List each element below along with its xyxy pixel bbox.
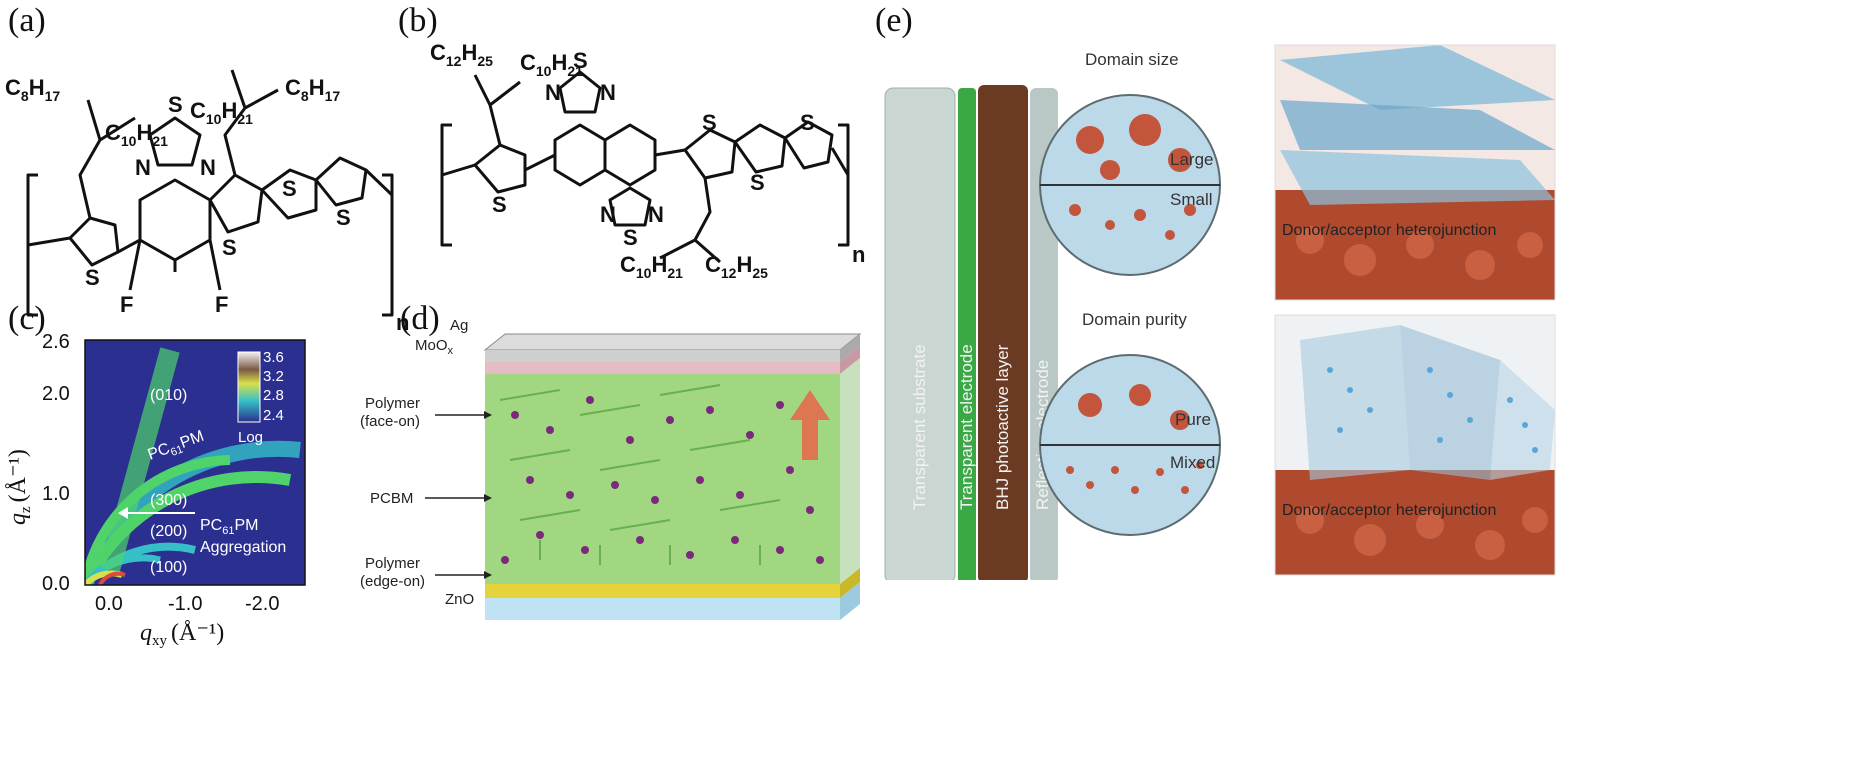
polymer-face-on-label-2: (face-on) xyxy=(360,413,420,430)
pcbm-label: PCBM xyxy=(370,490,413,507)
atom-s: S xyxy=(336,205,351,230)
atom-n: N xyxy=(648,202,664,227)
atom-f: F xyxy=(215,292,228,317)
ytick: 1.0 xyxy=(42,483,70,505)
charge-arrow xyxy=(790,390,830,460)
bracket-right-a xyxy=(382,173,394,317)
atom-n: N xyxy=(135,155,151,180)
layer-label-electrode: Transparent electrode xyxy=(957,344,976,510)
benzothiadiazole-ring xyxy=(138,178,212,262)
domain-size-large: Large xyxy=(1170,150,1213,169)
xtick: -1.0 xyxy=(168,593,202,615)
ag-top-layer xyxy=(483,333,862,351)
repeat-n: n xyxy=(852,242,865,267)
formula-c12h25-top: C12H25 xyxy=(430,40,493,69)
peak-200-label: (200) xyxy=(150,523,187,540)
formula-c10h21-top: C10H21 xyxy=(520,50,583,79)
transparent-electrode xyxy=(958,88,976,580)
pcbm-clusters xyxy=(501,396,824,564)
atom-s: S xyxy=(222,235,237,260)
moox-label: MoOx xyxy=(415,337,454,357)
repeat-n: n xyxy=(396,310,409,330)
peak-300-label: (300) xyxy=(150,492,187,509)
formula-c10h21-right: C10H21 xyxy=(190,98,253,127)
ytick: 0.0 xyxy=(42,573,70,595)
atom-s: S xyxy=(623,225,638,250)
colorbar-tick: 3.2 xyxy=(263,368,284,385)
atom-s: S xyxy=(800,110,815,135)
panel-label-a: (a) xyxy=(8,2,46,39)
domain-size-small: Small xyxy=(1170,190,1213,209)
heterojunction-label-bottom: Donor/acceptor heterojunction xyxy=(1282,502,1496,519)
atom-n: N xyxy=(200,155,216,180)
thiophene-ring xyxy=(68,216,120,267)
device-morphology-d: Ag MoOx Polymer (face-on) PCBM Polymer (… xyxy=(360,320,862,620)
atom-f: F xyxy=(120,292,133,317)
colorbar-tick: 3.6 xyxy=(263,349,284,366)
ytick: 2.0 xyxy=(42,383,70,405)
atom-s: S xyxy=(168,92,183,117)
atom-s: S xyxy=(85,265,100,290)
panel-label-b: (b) xyxy=(398,2,438,39)
zno-label: ZnO xyxy=(445,591,474,608)
domain-purity-title: Domain purity xyxy=(1082,310,1187,329)
chem-structure-b: C12H25 C10H21 C10H21 C12H25 S N N N N S … xyxy=(430,40,865,281)
bhj-schematic-e: Transparent substrate Transparent electr… xyxy=(884,44,1556,580)
x-axis-label: qxy(Å⁻¹) xyxy=(140,620,224,649)
ag-label: Ag xyxy=(450,320,468,334)
atom-s: S xyxy=(573,48,588,73)
layer-label-substrate: Transparent substrate xyxy=(910,344,929,510)
domain-size-title: Domain size xyxy=(1085,50,1179,69)
pc61pm-ring-label: PC61PM xyxy=(146,428,208,467)
active-layer xyxy=(485,374,840,584)
formula-c10h21-bottom: C10H21 xyxy=(620,252,683,281)
transparent-substrate xyxy=(884,87,956,580)
glass-substrate xyxy=(485,598,840,620)
arrow-head xyxy=(118,507,128,519)
chem-structure-a: C8H17 C10H21 C10H21 C8H17 S N N S F F S … xyxy=(5,69,409,330)
aggregation-label-line2: Aggregation xyxy=(200,539,286,556)
domain-purity-pure: Pure xyxy=(1175,410,1211,429)
formula-c12h25-bottom: C12H25 xyxy=(705,252,768,281)
colorbar-tick: 2.8 xyxy=(263,387,284,404)
xtick: 0.0 xyxy=(95,593,123,615)
panel-label-e: (e) xyxy=(875,2,913,39)
colorbar xyxy=(237,351,261,423)
bhj-layer xyxy=(978,85,1028,580)
aggregation-label-line1: PC61PM xyxy=(200,517,258,537)
formula-c10h21-left: C10H21 xyxy=(105,120,168,149)
polymer-edge-on-label-2: (edge-on) xyxy=(360,573,425,590)
peak-100-label: (100) xyxy=(150,559,187,576)
polymer-edge-on-label-1: Polymer xyxy=(365,555,420,572)
panel-label-c: (c) xyxy=(8,300,46,337)
moox-layer xyxy=(485,362,840,374)
domain-purity-mixed: Mixed xyxy=(1170,453,1215,472)
layer-label-bhj: BHJ photoactive layer xyxy=(993,344,1012,510)
atom-n: N xyxy=(600,202,616,227)
polymer-face-on-label-1: Polymer xyxy=(365,395,420,412)
xtick: -2.0 xyxy=(245,593,279,615)
peak-010-label: (010) xyxy=(150,387,187,404)
atom-n: N xyxy=(545,80,561,105)
atom-s: S xyxy=(492,192,507,217)
y-axis-label: qz(Å⁻¹) xyxy=(5,449,34,525)
zno-layer xyxy=(485,584,840,598)
atom-s: S xyxy=(702,110,717,135)
giwaxs-pattern-c: 3.6 3.2 2.8 2.4 Log (010) PC61PM (300) (… xyxy=(5,331,306,649)
panel-label-d: (d) xyxy=(400,300,440,337)
ytick: 2.6 xyxy=(42,331,70,353)
atom-n: N xyxy=(600,80,616,105)
formula-c8h17-right: C8H17 xyxy=(285,75,340,104)
formula-c8h17-left: C8H17 xyxy=(5,75,60,104)
colorbar-label: Log xyxy=(238,429,263,446)
colorbar-tick: 2.4 xyxy=(263,407,284,424)
atom-s: S xyxy=(282,176,297,201)
heterojunction-label-top: Donor/acceptor heterojunction xyxy=(1282,222,1496,239)
atom-s: S xyxy=(750,170,765,195)
